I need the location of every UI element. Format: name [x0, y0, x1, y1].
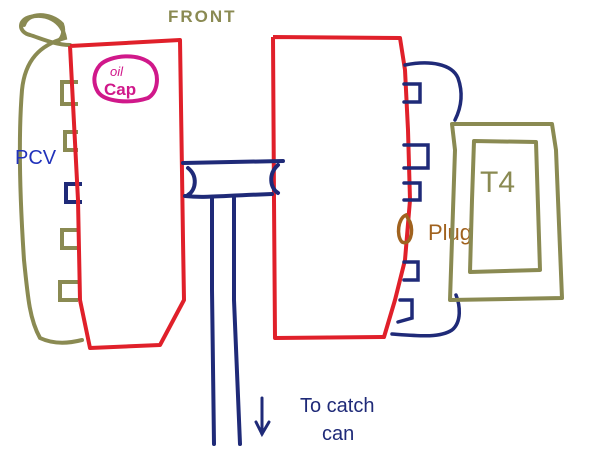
right-valve-cover [271, 35, 412, 340]
t4-box [448, 122, 564, 302]
pcv-hose-outline [17, 14, 84, 345]
pcv-port [64, 182, 82, 204]
crossover-pipe [181, 159, 285, 199]
catch-can-arrow [254, 396, 271, 438]
catch-can-label-line1: To catch [300, 395, 374, 417]
t4-label: T4 [480, 166, 515, 199]
plug-connector-icon [396, 212, 414, 245]
oil-cap-label-bottom: Cap [104, 80, 136, 99]
front-label: FRONT [168, 7, 237, 26]
catch-can-lines [210, 195, 242, 446]
oil-cap-outline [92, 54, 159, 104]
catch-can-label-line2: can [322, 423, 354, 445]
plug-wire-harness [390, 61, 463, 338]
oil-cap-label-top: oil [110, 64, 124, 79]
pcv-label: PCV [15, 147, 57, 169]
left-valve-cover [68, 38, 186, 350]
pcv-hose-cap [22, 13, 66, 44]
